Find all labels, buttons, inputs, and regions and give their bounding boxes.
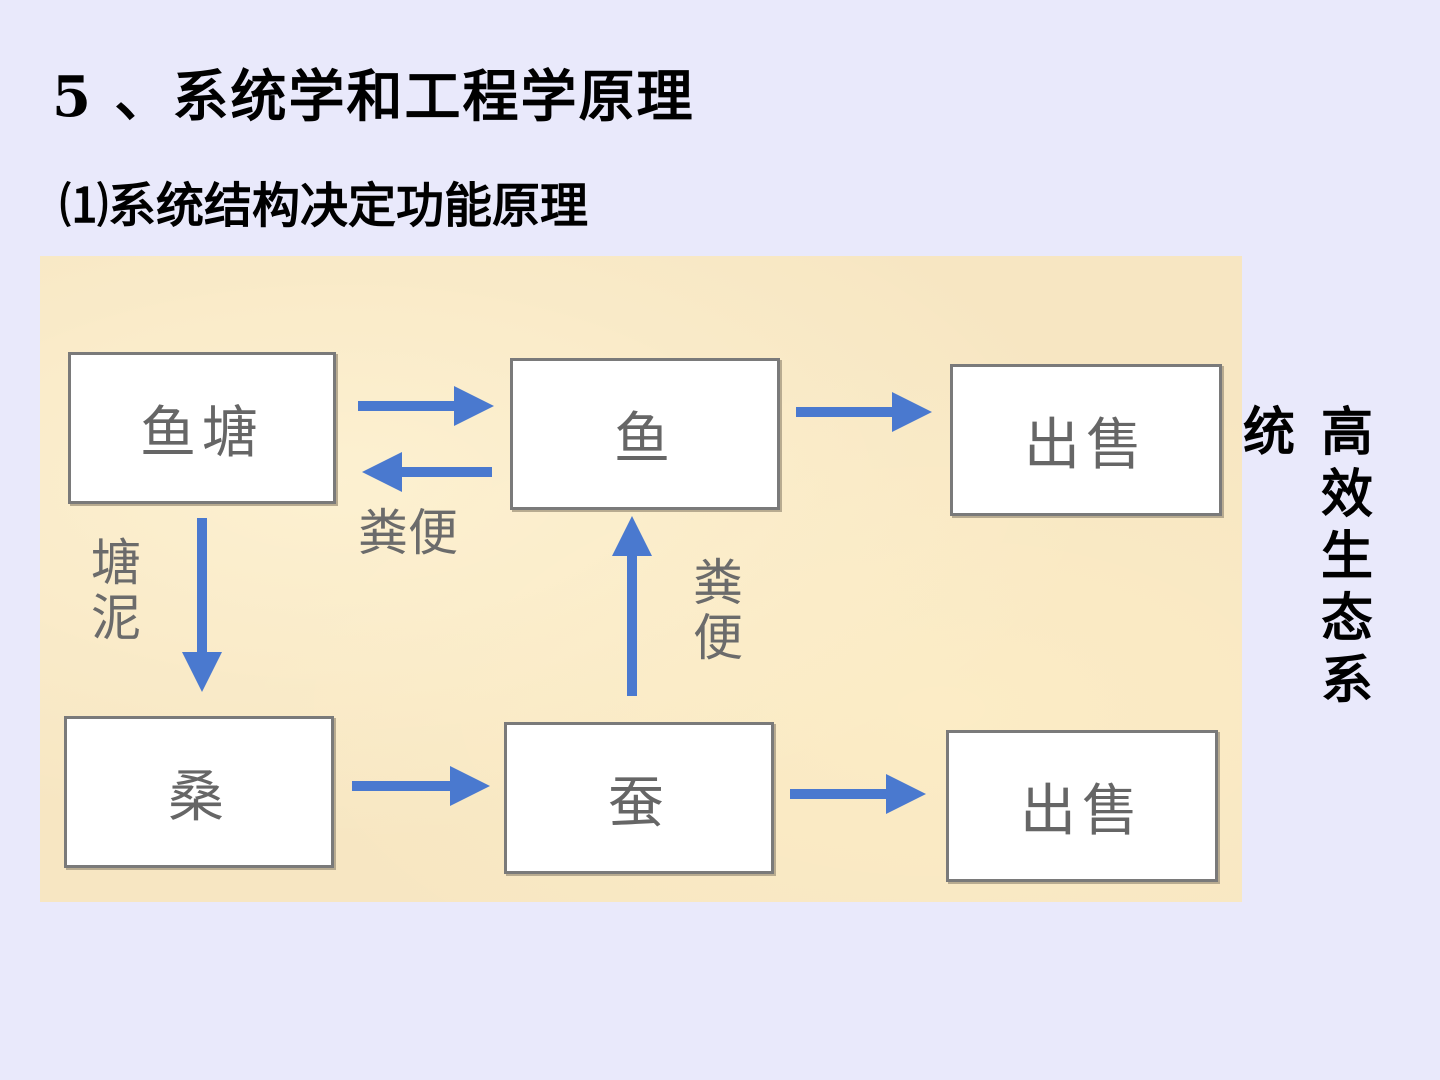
flow-arrows	[182, 386, 932, 814]
box-sell-top: 出售	[950, 364, 1222, 516]
side-text-column-1: 高效生态系	[1320, 402, 1373, 711]
label-manure-vertical: 粪便	[693, 554, 743, 667]
slide-subtitle: ⑴系统结构决定功能原理	[60, 178, 589, 234]
slide-title: 5 、系统学和工程学原理	[52, 64, 695, 130]
box-fishpond: 鱼塘	[68, 352, 336, 504]
side-text-column-2: 统	[1242, 402, 1295, 463]
box-sell-bottom: 出售	[946, 730, 1218, 882]
box-mulberry: 桑	[64, 716, 334, 868]
eco-system-diagram: 鱼塘 鱼 出售 桑 蚕 出售 粪便 塘泥 粪便	[40, 256, 1242, 902]
label-pond-mud: 塘泥	[91, 534, 141, 647]
box-fish: 鱼	[510, 358, 780, 510]
label-manure-horizontal: 粪便	[358, 504, 458, 562]
box-silkworm: 蚕	[504, 722, 774, 874]
